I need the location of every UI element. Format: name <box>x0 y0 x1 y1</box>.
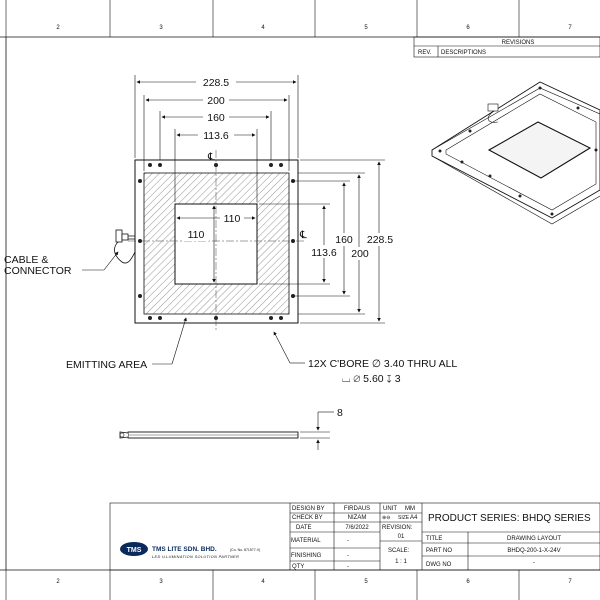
border-col-3-top: 3 <box>159 25 163 31</box>
label-material: MATERIAL <box>291 538 321 544</box>
revisions-title: REVISIONS <box>502 40 535 46</box>
title-block: TMS TMS LITE SDN. BHD. (Co. No. 871577-V… <box>109 502 600 571</box>
mounting-hole <box>269 316 273 320</box>
border-col-4-top: 4 <box>261 25 265 31</box>
callout-hole-spec-line1: 12X C'BORE ∅ 3.40 THRU ALL <box>308 358 457 370</box>
dimension-lines <box>134 75 385 324</box>
value-qty: - <box>347 564 349 570</box>
front-view <box>114 150 305 330</box>
border-col-3-bottom: 3 <box>159 579 163 585</box>
label-scale: SCALE: <box>388 548 410 554</box>
label-check-by: CHECK BY <box>292 515 323 521</box>
mounting-hole <box>279 316 283 320</box>
border-col-6-bottom: 6 <box>466 579 470 585</box>
side-view: 8 <box>119 407 343 450</box>
label-part-no: PART NO <box>426 548 452 554</box>
label-qty: QTY <box>292 564 304 570</box>
value-title: DRAWING LAYOUT <box>507 536 561 542</box>
callout-emitting-area: EMITTING AREA <box>66 359 147 371</box>
dim-113-6-top: 113.6 <box>203 130 229 142</box>
label-dwg-no: DWG NO <box>426 562 452 568</box>
company-logo-text: TMS <box>127 547 142 554</box>
dim-228-5-right: 228.5 <box>367 234 393 246</box>
value-date: 7/6/2022 <box>345 525 369 531</box>
value-design-by: FIRDAUS <box>344 506 370 512</box>
dim-228-5-top: 228.5 <box>203 77 229 89</box>
dim-200-right: 200 <box>351 248 369 260</box>
label-revision: REVISION: <box>382 525 413 531</box>
revisions-table: REVISIONS REV. DESCRIPTIONS <box>413 36 600 58</box>
mounting-hole <box>138 179 142 183</box>
label-finishing: FINISHING <box>291 553 322 559</box>
border-col-5-top: 5 <box>364 25 368 31</box>
dim-110-horizontal: 110 <box>224 213 241 225</box>
mounting-holes <box>138 163 295 320</box>
label-title: TITLE <box>426 536 442 542</box>
callout-cable-line2: CONNECTOR <box>4 265 72 277</box>
company-name: TMS LITE SDN. BHD. <box>152 546 217 553</box>
company-logo <box>120 542 148 556</box>
cable-connector <box>114 229 136 264</box>
mounting-hole <box>291 239 295 243</box>
value-dwg-no: - <box>533 560 535 566</box>
dimension-labels: 228.5 200 160 113.6 ℄ 110 110 ℄ 160 113.… <box>183 75 398 260</box>
company-tagline: LED ILLUMINATION SOLUTION PARTNER <box>152 555 239 559</box>
value-size: A4 <box>410 515 418 521</box>
value-check-by: NIZAM <box>348 515 367 521</box>
label-date: DATE <box>296 525 312 531</box>
mounting-hole <box>148 316 152 320</box>
value-finishing: - <box>347 553 349 559</box>
mounting-hole <box>214 163 218 167</box>
centerline-symbol-right: ℄ <box>299 229 307 241</box>
centerline-symbol-top: ℄ <box>207 151 215 163</box>
label-design-by: DESIGN BY <box>292 506 325 512</box>
product-series: PRODUCT SERIES: BHDQ SERIES <box>428 513 591 524</box>
dim-thickness-8: 8 <box>337 407 343 419</box>
revisions-desc-header: DESCRIPTIONS <box>441 50 486 56</box>
mounting-hole <box>279 163 283 167</box>
value-material: - <box>347 538 349 544</box>
emitting-area <box>143 172 290 315</box>
projection-symbol-icon: ⊕⊖ <box>382 515 390 521</box>
border-col-2-bottom: 2 <box>56 579 60 585</box>
mounting-hole <box>138 239 142 243</box>
dim-200-top: 200 <box>207 95 225 107</box>
mounting-hole <box>158 163 162 167</box>
callout-cable-line1: CABLE & <box>4 254 48 266</box>
mounting-hole <box>148 163 152 167</box>
isometric-view <box>431 81 600 225</box>
dim-160-top: 160 <box>207 112 225 124</box>
border-col-2-top: 2 <box>56 25 60 31</box>
mounting-hole <box>214 316 218 320</box>
border-col-6-top: 6 <box>466 25 470 31</box>
dim-113-6-right: 113.6 <box>311 247 337 259</box>
border-col-7-bottom: 7 <box>568 579 572 585</box>
value-scale: 1 : 1 <box>395 559 407 565</box>
company-reg: (Co. No. 871577-V) <box>230 548 260 552</box>
callout-hole-spec-line2: ⌴ ∅ 5.60 ↧ 3 <box>342 373 401 385</box>
border-col-7-top: 7 <box>568 25 572 31</box>
value-part-no: BHDQ-200-1-X-24V <box>507 548 560 554</box>
revisions-rev-header: REV. <box>418 50 432 56</box>
dim-110-vertical: 110 <box>188 229 205 241</box>
callouts: CABLE & CONNECTOR EMITTING AREA 12X C'BO… <box>4 251 457 385</box>
mounting-hole <box>269 163 273 167</box>
dim-160-right: 160 <box>335 234 353 246</box>
mounting-hole <box>138 294 142 298</box>
value-revision: 01 <box>398 534 405 540</box>
border-col-4-bottom: 4 <box>261 579 265 585</box>
mounting-hole <box>158 316 162 320</box>
label-unit: UNIT <box>383 506 397 512</box>
value-unit: MM <box>405 506 415 512</box>
company-block: TMS TMS LITE SDN. BHD. (Co. No. 871577-V… <box>120 542 260 559</box>
border-col-5-bottom: 5 <box>364 579 368 585</box>
label-size: SIZE <box>398 515 410 521</box>
